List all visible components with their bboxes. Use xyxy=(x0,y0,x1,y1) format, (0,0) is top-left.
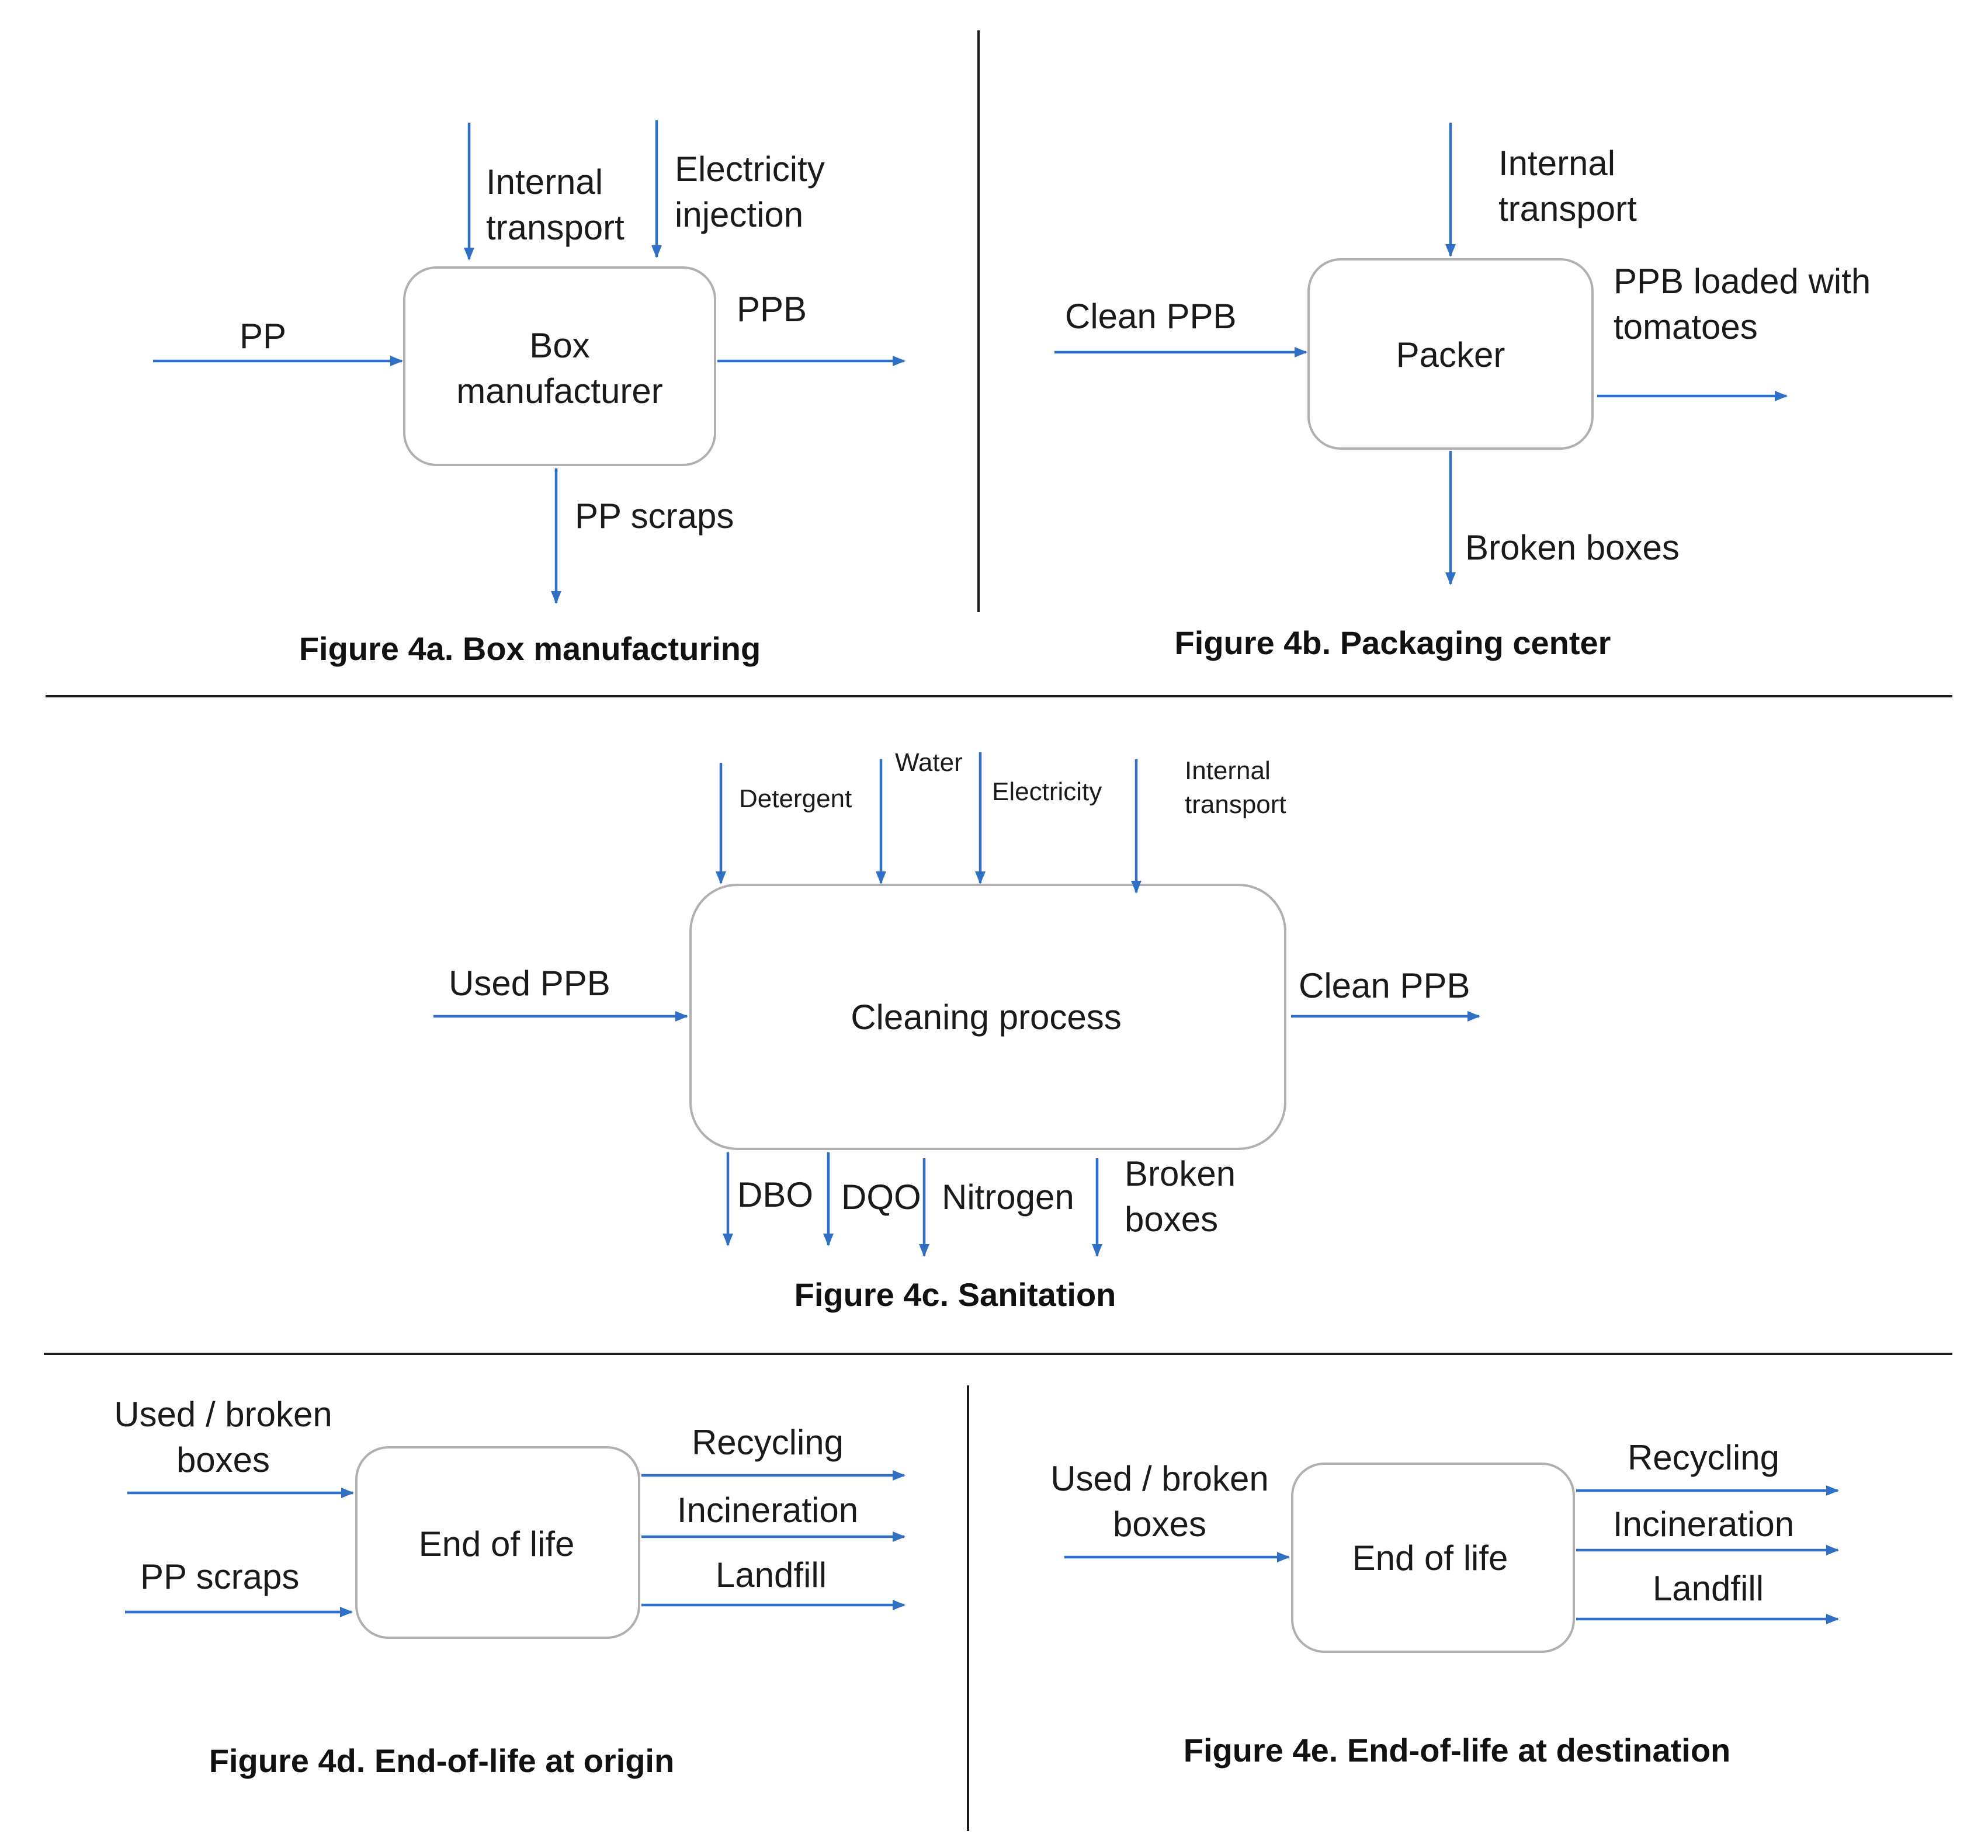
label-electricity-line2: injection xyxy=(675,195,803,234)
label-internal-transport-line2: transport xyxy=(1185,790,1286,819)
label-internal-transport-line1: Internal xyxy=(1185,756,1271,785)
label-ppb-loaded-line1: PPB loaded with xyxy=(1614,262,1871,301)
label-clean-ppb: Clean PPB xyxy=(1299,966,1470,1005)
label-landfill: Landfill xyxy=(716,1555,827,1595)
label-recycling: Recycling xyxy=(692,1423,844,1462)
label-broken-boxes: Broken boxes xyxy=(1465,528,1680,567)
figure-4a: Box manufacturer PP Internal transport E… xyxy=(153,120,905,667)
label-internal-transport-line2: transport xyxy=(486,208,624,247)
label-pp-scraps: PP scraps xyxy=(140,1557,299,1596)
label-used-broken-line2: boxes xyxy=(176,1440,270,1479)
label-detergent: Detergent xyxy=(739,784,852,813)
label-used-broken-line2: boxes xyxy=(1113,1505,1206,1544)
label-internal-transport-line1: Internal xyxy=(486,162,603,202)
end-of-life-node xyxy=(1291,1463,1575,1653)
label-water: Water xyxy=(895,748,963,777)
label-internal-transport-line1: Internal xyxy=(1498,144,1615,183)
label-pp-scraps: PP scraps xyxy=(575,496,734,536)
caption-figure-4c: Figure 4c. Sanitation xyxy=(794,1276,1116,1313)
label-nitrogen: Nitrogen xyxy=(942,1177,1074,1217)
label-recycling: Recycling xyxy=(1628,1438,1779,1477)
cleaning-process-label: Cleaning process xyxy=(851,998,1122,1037)
label-used-broken-line1: Used / broken xyxy=(1050,1459,1269,1498)
end-of-life-node xyxy=(355,1446,640,1639)
box-manufacturer-label-line1: Box xyxy=(529,326,589,365)
label-pp: PP xyxy=(240,317,286,356)
label-clean-ppb: Clean PPB xyxy=(1065,297,1237,336)
label-internal-transport-line2: transport xyxy=(1498,189,1637,228)
caption-figure-4d: Figure 4d. End-of-life at origin xyxy=(209,1742,674,1779)
label-electricity: Electricity xyxy=(992,777,1102,806)
figure-4c: Cleaning process Used PPB Detergent Wate… xyxy=(433,748,1480,1313)
box-manufacturer-label-line2: manufacturer xyxy=(456,371,663,411)
figure-4e: End of life Used / broken boxes Recyclin… xyxy=(1050,1438,1839,1769)
label-used-broken-line1: Used / broken xyxy=(114,1395,332,1434)
label-incineration: Incineration xyxy=(677,1491,858,1530)
label-landfill: Landfill xyxy=(1653,1569,1764,1608)
label-broken-boxes-line2: boxes xyxy=(1125,1200,1218,1239)
label-electricity-line1: Electricity xyxy=(675,150,825,189)
end-of-life-label: End of life xyxy=(1352,1538,1508,1578)
caption-figure-4b: Figure 4b. Packaging center xyxy=(1175,624,1611,661)
packer-label: Packer xyxy=(1396,335,1505,374)
end-of-life-label: End of life xyxy=(419,1524,575,1564)
caption-figure-4e: Figure 4e. End-of-life at destination xyxy=(1184,1732,1731,1769)
label-broken-boxes-line1: Broken xyxy=(1125,1154,1236,1193)
figure-4d: End of life Used / broken boxes PP scrap… xyxy=(114,1395,905,1779)
label-dbo: DBO xyxy=(737,1175,813,1214)
cleaning-process-node xyxy=(689,884,1286,1150)
figure-4b: Packer Clean PPB Internal transport PPB … xyxy=(1054,123,1871,661)
label-ppb-loaded-line2: tomatoes xyxy=(1614,307,1758,346)
packer-node xyxy=(1307,258,1594,450)
label-incineration: Incineration xyxy=(1613,1505,1794,1544)
box-manufacturer-node xyxy=(403,266,716,466)
label-used-ppb: Used PPB xyxy=(449,964,610,1003)
label-dqo: DQO xyxy=(841,1177,921,1217)
caption-figure-4a: Figure 4a. Box manufacturing xyxy=(299,630,761,667)
label-ppb: PPB xyxy=(737,290,807,329)
